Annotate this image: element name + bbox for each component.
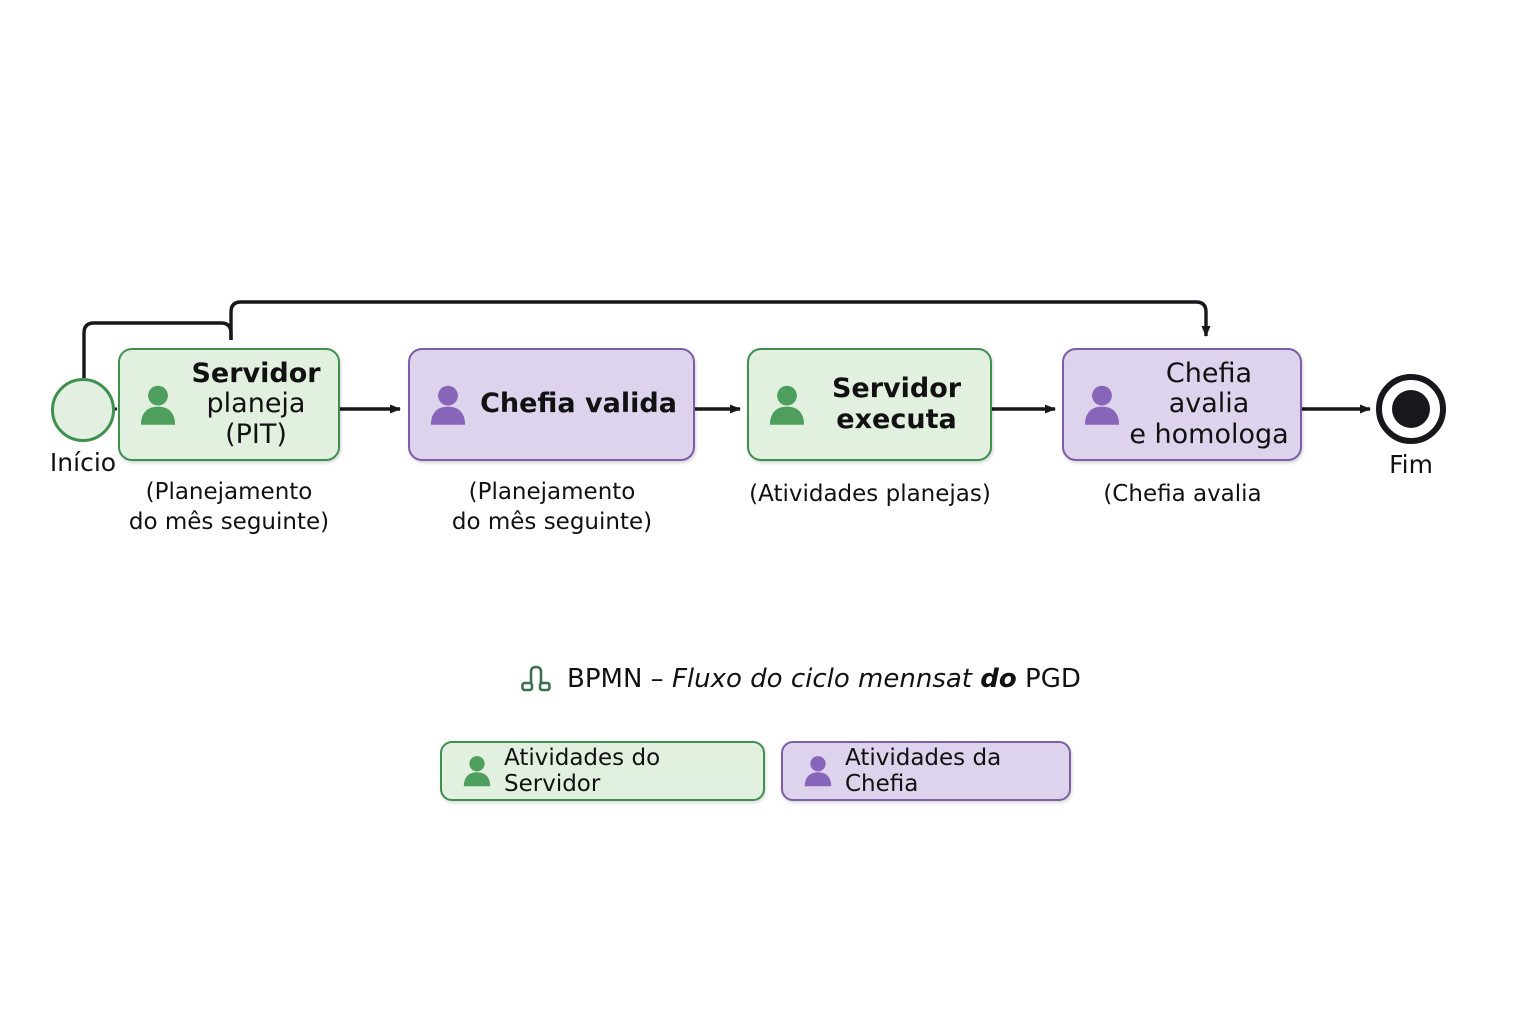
task-line-2: e homologa xyxy=(1129,418,1289,450)
task-servidor-executa[interactable]: Servidor executa xyxy=(747,348,992,461)
task-chefia-valida[interactable]: Chefia valida xyxy=(408,348,695,461)
end-event-circle[interactable] xyxy=(1376,374,1446,444)
task-servidor-planeja[interactable]: Servidor planeja (PIT) xyxy=(118,348,340,461)
task-label: Chefia avalia e homologa xyxy=(1128,358,1290,450)
start-event-label: Início xyxy=(49,448,117,477)
task-line-2: executa xyxy=(836,403,957,435)
legend-item-atividades-chefia[interactable]: Atividades da Chefia xyxy=(781,741,1071,801)
legend-label: Atividades do Servidor xyxy=(504,745,661,797)
bpmn-caption: BPMN – Fluxo do ciclo mennsat do PGD xyxy=(519,662,1081,696)
task-label: Servidor planeja (PIT) xyxy=(184,358,328,450)
task-line-1: Chefia avalia xyxy=(1165,358,1253,420)
feedback-loop-outer xyxy=(229,300,1211,340)
task-label: Servidor executa xyxy=(813,373,980,435)
bpmn-caption-italic: Fluxo do ciclo mennsat xyxy=(671,664,981,694)
bpmn-caption-suffix: PGD xyxy=(1016,664,1081,694)
bpmn-caption-prefix: BPMN – xyxy=(567,664,672,694)
bpmn-caption-italic-bold: do xyxy=(980,664,1017,694)
person-icon xyxy=(430,385,466,425)
person-icon xyxy=(1084,385,1120,425)
task-line-1: Servidor xyxy=(191,358,321,390)
task-caption-chefia-valida: (Planejamento do mês seguinte) xyxy=(451,479,653,535)
task-line-1: Servidor xyxy=(831,373,962,405)
end-event-label: Fim xyxy=(1389,450,1433,479)
person-icon xyxy=(463,756,491,787)
task-line-2: planeja (PIT) xyxy=(206,388,306,450)
bpmn-icon xyxy=(521,665,551,692)
task-caption-servidor-planeja: (Planejamento do mês seguinte) xyxy=(128,479,330,535)
person-icon xyxy=(769,385,805,425)
person-icon xyxy=(140,385,176,425)
task-caption-servidor-executa: (Atividades planejas) xyxy=(749,481,991,507)
person-icon xyxy=(804,756,832,787)
start-event-circle[interactable] xyxy=(51,378,115,442)
task-chefia-avalia-homologa[interactable]: Chefia avalia e homologa xyxy=(1062,348,1302,461)
legend-item-atividades-servidor[interactable]: Atividades do Servidor xyxy=(440,741,765,801)
task-caption-chefia-avalia-homologa: (Chefia avalia xyxy=(1103,481,1262,507)
bpmn-caption-text: BPMN – Fluxo do ciclo mennsat do PGD xyxy=(567,664,1081,694)
task-label: Chefia valida xyxy=(474,389,683,419)
task-line-1: Chefia valida xyxy=(480,388,677,420)
legend-label: Atividades da Chefia xyxy=(845,745,1002,797)
